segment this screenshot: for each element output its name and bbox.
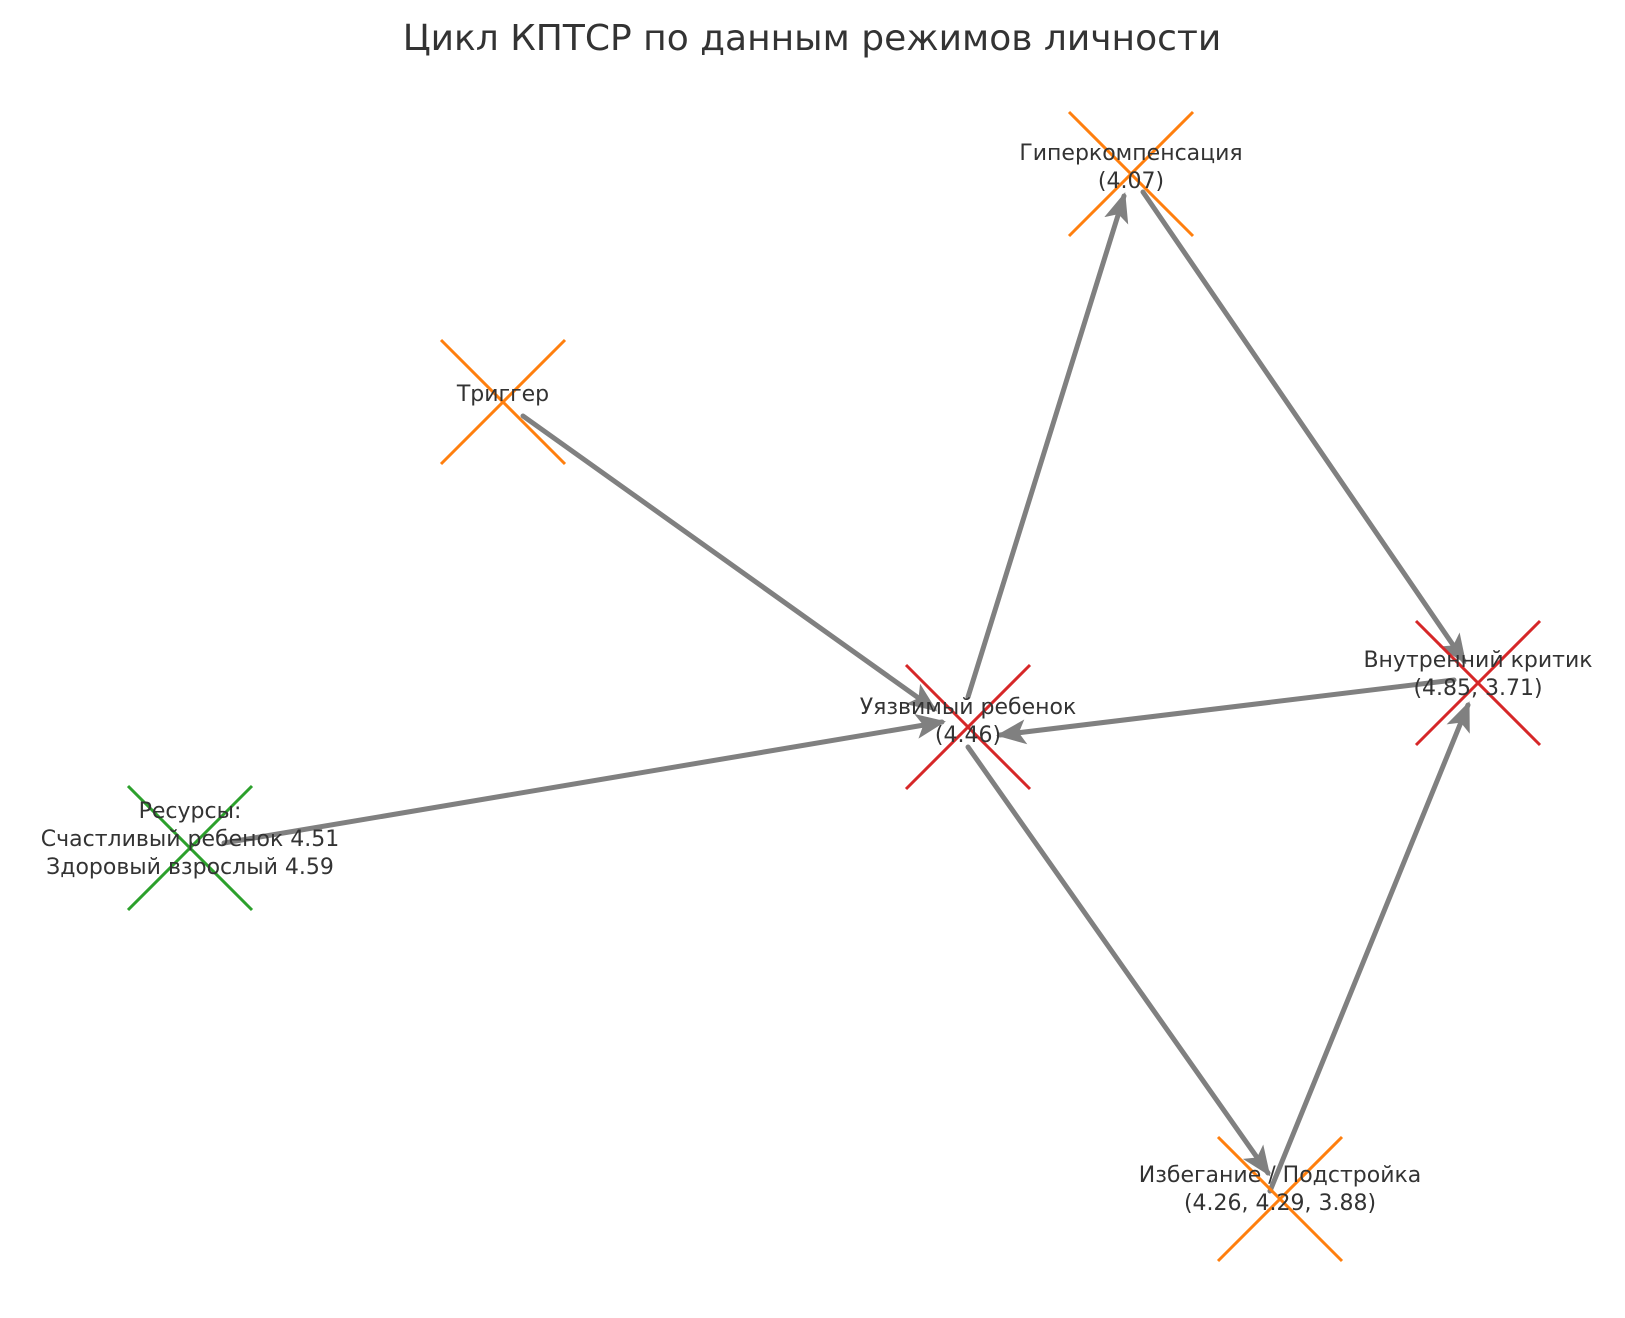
edge-hyper-to-critic (1140, 189, 1467, 665)
node-marker-child (904, 663, 1032, 791)
node-label-avoid: Избегание / Подстройка (4.26, 4.29, 3.88) (1139, 1163, 1422, 1216)
node-label-line: Избегание / Подстройка (1139, 1163, 1422, 1188)
node-label-line: (4.26, 4.29, 3.88) (1184, 1191, 1376, 1216)
node-label-hyper: Гиперкомпенсация (4.07) (1019, 141, 1242, 194)
node-label-line: Уязвимый ребенок (860, 695, 1077, 720)
node-labels: Триггер Гиперкомпенсация (4.07) Уязвимый ре… (41, 141, 1593, 1216)
node-marker-resources (126, 784, 254, 912)
edge-critic-to-child (996, 677, 1457, 745)
node-marker-trigger (439, 338, 567, 466)
node-label-line: (4.07) (1098, 169, 1164, 194)
node-marker-hyper (1067, 110, 1195, 238)
node-label-line: Счастливый ребенок 4.51 (41, 827, 339, 852)
edge-resources-to-child (221, 713, 946, 846)
edge-child-to-hyper (965, 192, 1129, 700)
edges (221, 189, 1471, 1194)
edge-trigger-to-child (520, 413, 938, 712)
node-marker-avoid (1216, 1135, 1344, 1263)
node-label-child: Уязвимый ребенок (4.46) (860, 695, 1077, 748)
edge-avoid-to-critic (1267, 701, 1471, 1194)
node-markers (126, 110, 1542, 1263)
node-label-line: Гиперкомпенсация (1019, 141, 1242, 166)
diagram-title: Цикл КПТСР по данным режимов личности (403, 18, 1222, 59)
node-marker-critic (1414, 619, 1542, 747)
node-label-line: Здоровый взрослый 4.59 (46, 855, 334, 880)
edge-child-to-avoid (965, 744, 1271, 1177)
node-label-line: (4.85, 3.71) (1413, 676, 1542, 701)
node-label-line: (4.46) (935, 723, 1001, 748)
node-label-trigger: Триггер (456, 382, 549, 407)
node-label-line: Ресурсы: (139, 799, 242, 824)
node-label-line: Внутренний критик (1363, 648, 1592, 673)
node-label-critic: Внутренний критик (4.85, 3.71) (1363, 648, 1592, 701)
node-label-line: Триггер (456, 382, 549, 407)
